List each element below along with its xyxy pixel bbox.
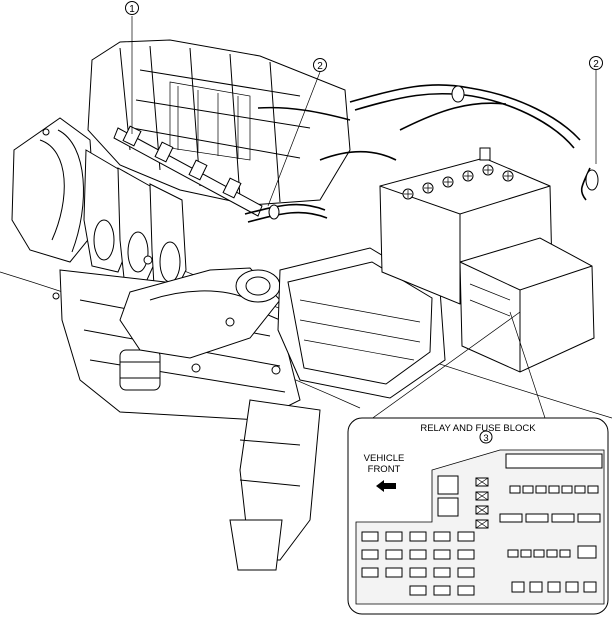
inset-title: RELAY AND FUSE BLOCK (420, 423, 536, 434)
fuse-row-top (509, 485, 599, 494)
fuse-column-marked (475, 477, 489, 529)
svg-text:2: 2 (593, 59, 599, 70)
callout-1: 1 (125, 1, 139, 15)
callout-2-right: 2 (589, 56, 603, 70)
engine-assembly (11, 39, 351, 571)
fuse-left-grid (361, 531, 475, 596)
fuse-row-2 (499, 513, 601, 523)
battery-cap-icons (402, 164, 514, 200)
callout-2-left: 2 (313, 58, 327, 72)
svg-text:2: 2 (317, 61, 323, 72)
callout-3: 3 (479, 430, 493, 444)
fuse-grid (361, 477, 601, 596)
vehicle-front-line2: FRONT (368, 464, 401, 475)
hoses (244, 84, 599, 223)
relay-fuse-block-inset: RELAY AND FUSE BLOCK VEHICLE FRONT 3 (347, 417, 609, 615)
svg-text:3: 3 (483, 433, 488, 444)
relay-fuse-block-in-bay (459, 237, 595, 373)
svg-text:1: 1 (129, 4, 135, 15)
fuse-row-3 (507, 545, 597, 559)
left-arrow-icon (376, 480, 396, 492)
vehicle-front-line1: VEHICLE (364, 453, 405, 464)
fuse-row-bottom (511, 581, 597, 593)
